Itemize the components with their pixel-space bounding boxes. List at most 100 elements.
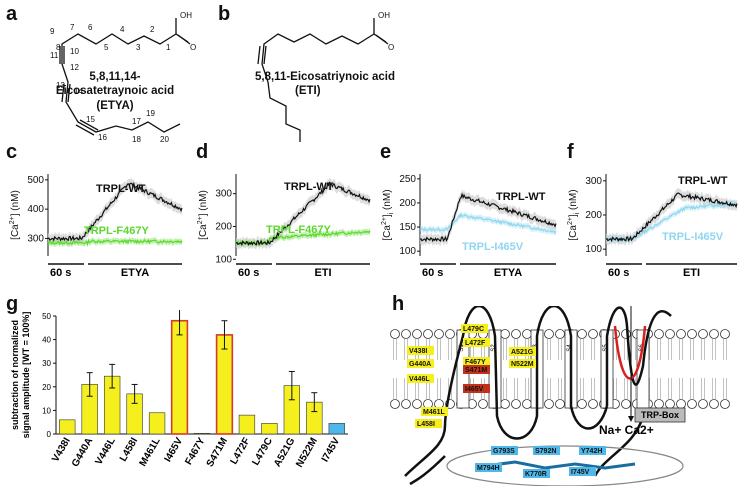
mutation-tag-yellow bbox=[463, 357, 490, 366]
lipid-head bbox=[577, 329, 587, 339]
mutation-tag-yellow bbox=[509, 359, 536, 368]
y-tick-label: 200 bbox=[215, 221, 232, 232]
mutation-tag-yellow bbox=[461, 324, 488, 333]
carbon-number: 17 bbox=[132, 117, 141, 126]
mutation-label: M794H bbox=[477, 465, 500, 472]
trp-box bbox=[634, 407, 686, 423]
lipid-head bbox=[698, 329, 708, 339]
mutation-label: L458I bbox=[417, 421, 435, 428]
wt-sem-band bbox=[606, 188, 737, 246]
mutation-label: L472F bbox=[465, 340, 486, 347]
mutation-label: S792N bbox=[535, 448, 556, 455]
pore-loop-chain bbox=[605, 306, 672, 406]
carbon-number: 20 bbox=[160, 135, 169, 144]
mutation-label: L479C bbox=[463, 326, 484, 333]
y-tick-label: 100 bbox=[585, 244, 602, 255]
mutation-tag-yellow bbox=[407, 346, 434, 355]
etya-name-line3: (ETYA) bbox=[96, 99, 134, 112]
lipid-head bbox=[698, 399, 708, 409]
carbon-number: 10 bbox=[70, 47, 79, 56]
mutation-tag-blue bbox=[491, 446, 518, 455]
carbon-number: 7 bbox=[70, 23, 75, 32]
cytoplasmic-domain bbox=[446, 445, 684, 486]
y-tick-label: 200 bbox=[585, 210, 602, 221]
mutation-tag-yellow bbox=[509, 347, 536, 356]
mutation-tag-yellow bbox=[415, 419, 442, 428]
panel-label-e: e bbox=[380, 141, 392, 163]
panel-label-a: a bbox=[6, 3, 18, 25]
lipid-head bbox=[544, 399, 554, 409]
carbon-number: 9 bbox=[50, 27, 55, 36]
lipid-head bbox=[401, 399, 411, 409]
lipid-head bbox=[423, 329, 433, 339]
lipid-head bbox=[555, 329, 565, 339]
mutation-label: V446L bbox=[409, 376, 430, 383]
lipid-head bbox=[665, 329, 675, 339]
lipid-head bbox=[654, 329, 664, 339]
lipid-head bbox=[390, 399, 400, 409]
eti-name: 5,8,11-Eicosatriynoic acid (ETI) bbox=[255, 70, 415, 99]
lipid-head bbox=[709, 329, 719, 339]
pore-loop-red bbox=[613, 325, 647, 380]
carbon-number: 3 bbox=[136, 43, 141, 52]
mut-sem-band bbox=[420, 211, 556, 236]
y-tick-label: 10 bbox=[42, 406, 51, 415]
mutation-label: I465V bbox=[465, 386, 484, 393]
x-tick-label: I465V bbox=[163, 436, 186, 464]
mutation-tag-yellow bbox=[463, 338, 490, 347]
mutation-label: K770R bbox=[525, 471, 547, 478]
mutation-tag-blue bbox=[569, 467, 596, 476]
lipid-head bbox=[588, 399, 598, 409]
lipid-head bbox=[511, 329, 521, 339]
mutation-label: Y742H bbox=[581, 448, 602, 455]
mutation-label: F467Y bbox=[465, 359, 486, 366]
y-tick-label: 30 bbox=[42, 359, 51, 368]
bar bbox=[148, 412, 166, 435]
carbon-number: 16 bbox=[98, 133, 107, 142]
y-axis-label: subtraction of normalizedsignal amplitud… bbox=[10, 312, 31, 439]
x-tick-label: F467Y bbox=[183, 436, 207, 467]
mutant-label: TRPL-F467Y bbox=[84, 225, 149, 237]
lipid-head bbox=[621, 399, 631, 409]
bar bbox=[193, 432, 211, 435]
lipid-head bbox=[434, 329, 444, 339]
eti-name-line2: (ETI) bbox=[295, 85, 321, 98]
scale-bar-label: 60 s bbox=[608, 267, 629, 279]
scale-bar-label: 60 s bbox=[238, 267, 259, 279]
wt-label: TRPL-WT bbox=[496, 191, 546, 203]
mutation-tag-blue bbox=[579, 446, 606, 455]
lipid-head bbox=[654, 399, 664, 409]
c-terminal-chain bbox=[593, 415, 645, 477]
y-tick-label: 250 bbox=[399, 174, 416, 185]
stimulus-label: ETYA bbox=[121, 267, 149, 279]
y-tick-label: 500 bbox=[27, 175, 44, 186]
mutation-tag-blue bbox=[523, 469, 550, 478]
lipid-head bbox=[676, 399, 686, 409]
oh-a: OH bbox=[180, 11, 192, 20]
lipid-head bbox=[665, 399, 675, 409]
wt-trace bbox=[605, 192, 738, 243]
lipid-head bbox=[709, 399, 719, 409]
y-tick-label: 300 bbox=[27, 233, 44, 244]
y-tick-label: 300 bbox=[215, 189, 232, 200]
lipid-head bbox=[687, 399, 697, 409]
mutation-label: G440A bbox=[409, 361, 431, 368]
carbon-number: 6 bbox=[88, 23, 93, 32]
stimulus-label: ETI bbox=[683, 267, 700, 279]
arrow-head bbox=[628, 416, 634, 422]
panel-label-b: b bbox=[218, 3, 231, 25]
wt-label: TRPL-WT bbox=[284, 181, 334, 193]
y-axis-label: [Ca2+]i (nM) bbox=[381, 189, 395, 240]
x-tick-label: G440A bbox=[70, 436, 95, 469]
mutant-label: TRPL-F467Y bbox=[266, 224, 331, 236]
lipid-head bbox=[522, 399, 532, 409]
lipid-head bbox=[544, 329, 554, 339]
mutant-label: TRPL-I465V bbox=[462, 241, 524, 253]
panel-label-d: d bbox=[196, 141, 209, 163]
carbon-number: 2 bbox=[150, 25, 155, 34]
mutation-tag-yellow bbox=[407, 359, 434, 368]
segment-label: S1 bbox=[459, 344, 465, 352]
